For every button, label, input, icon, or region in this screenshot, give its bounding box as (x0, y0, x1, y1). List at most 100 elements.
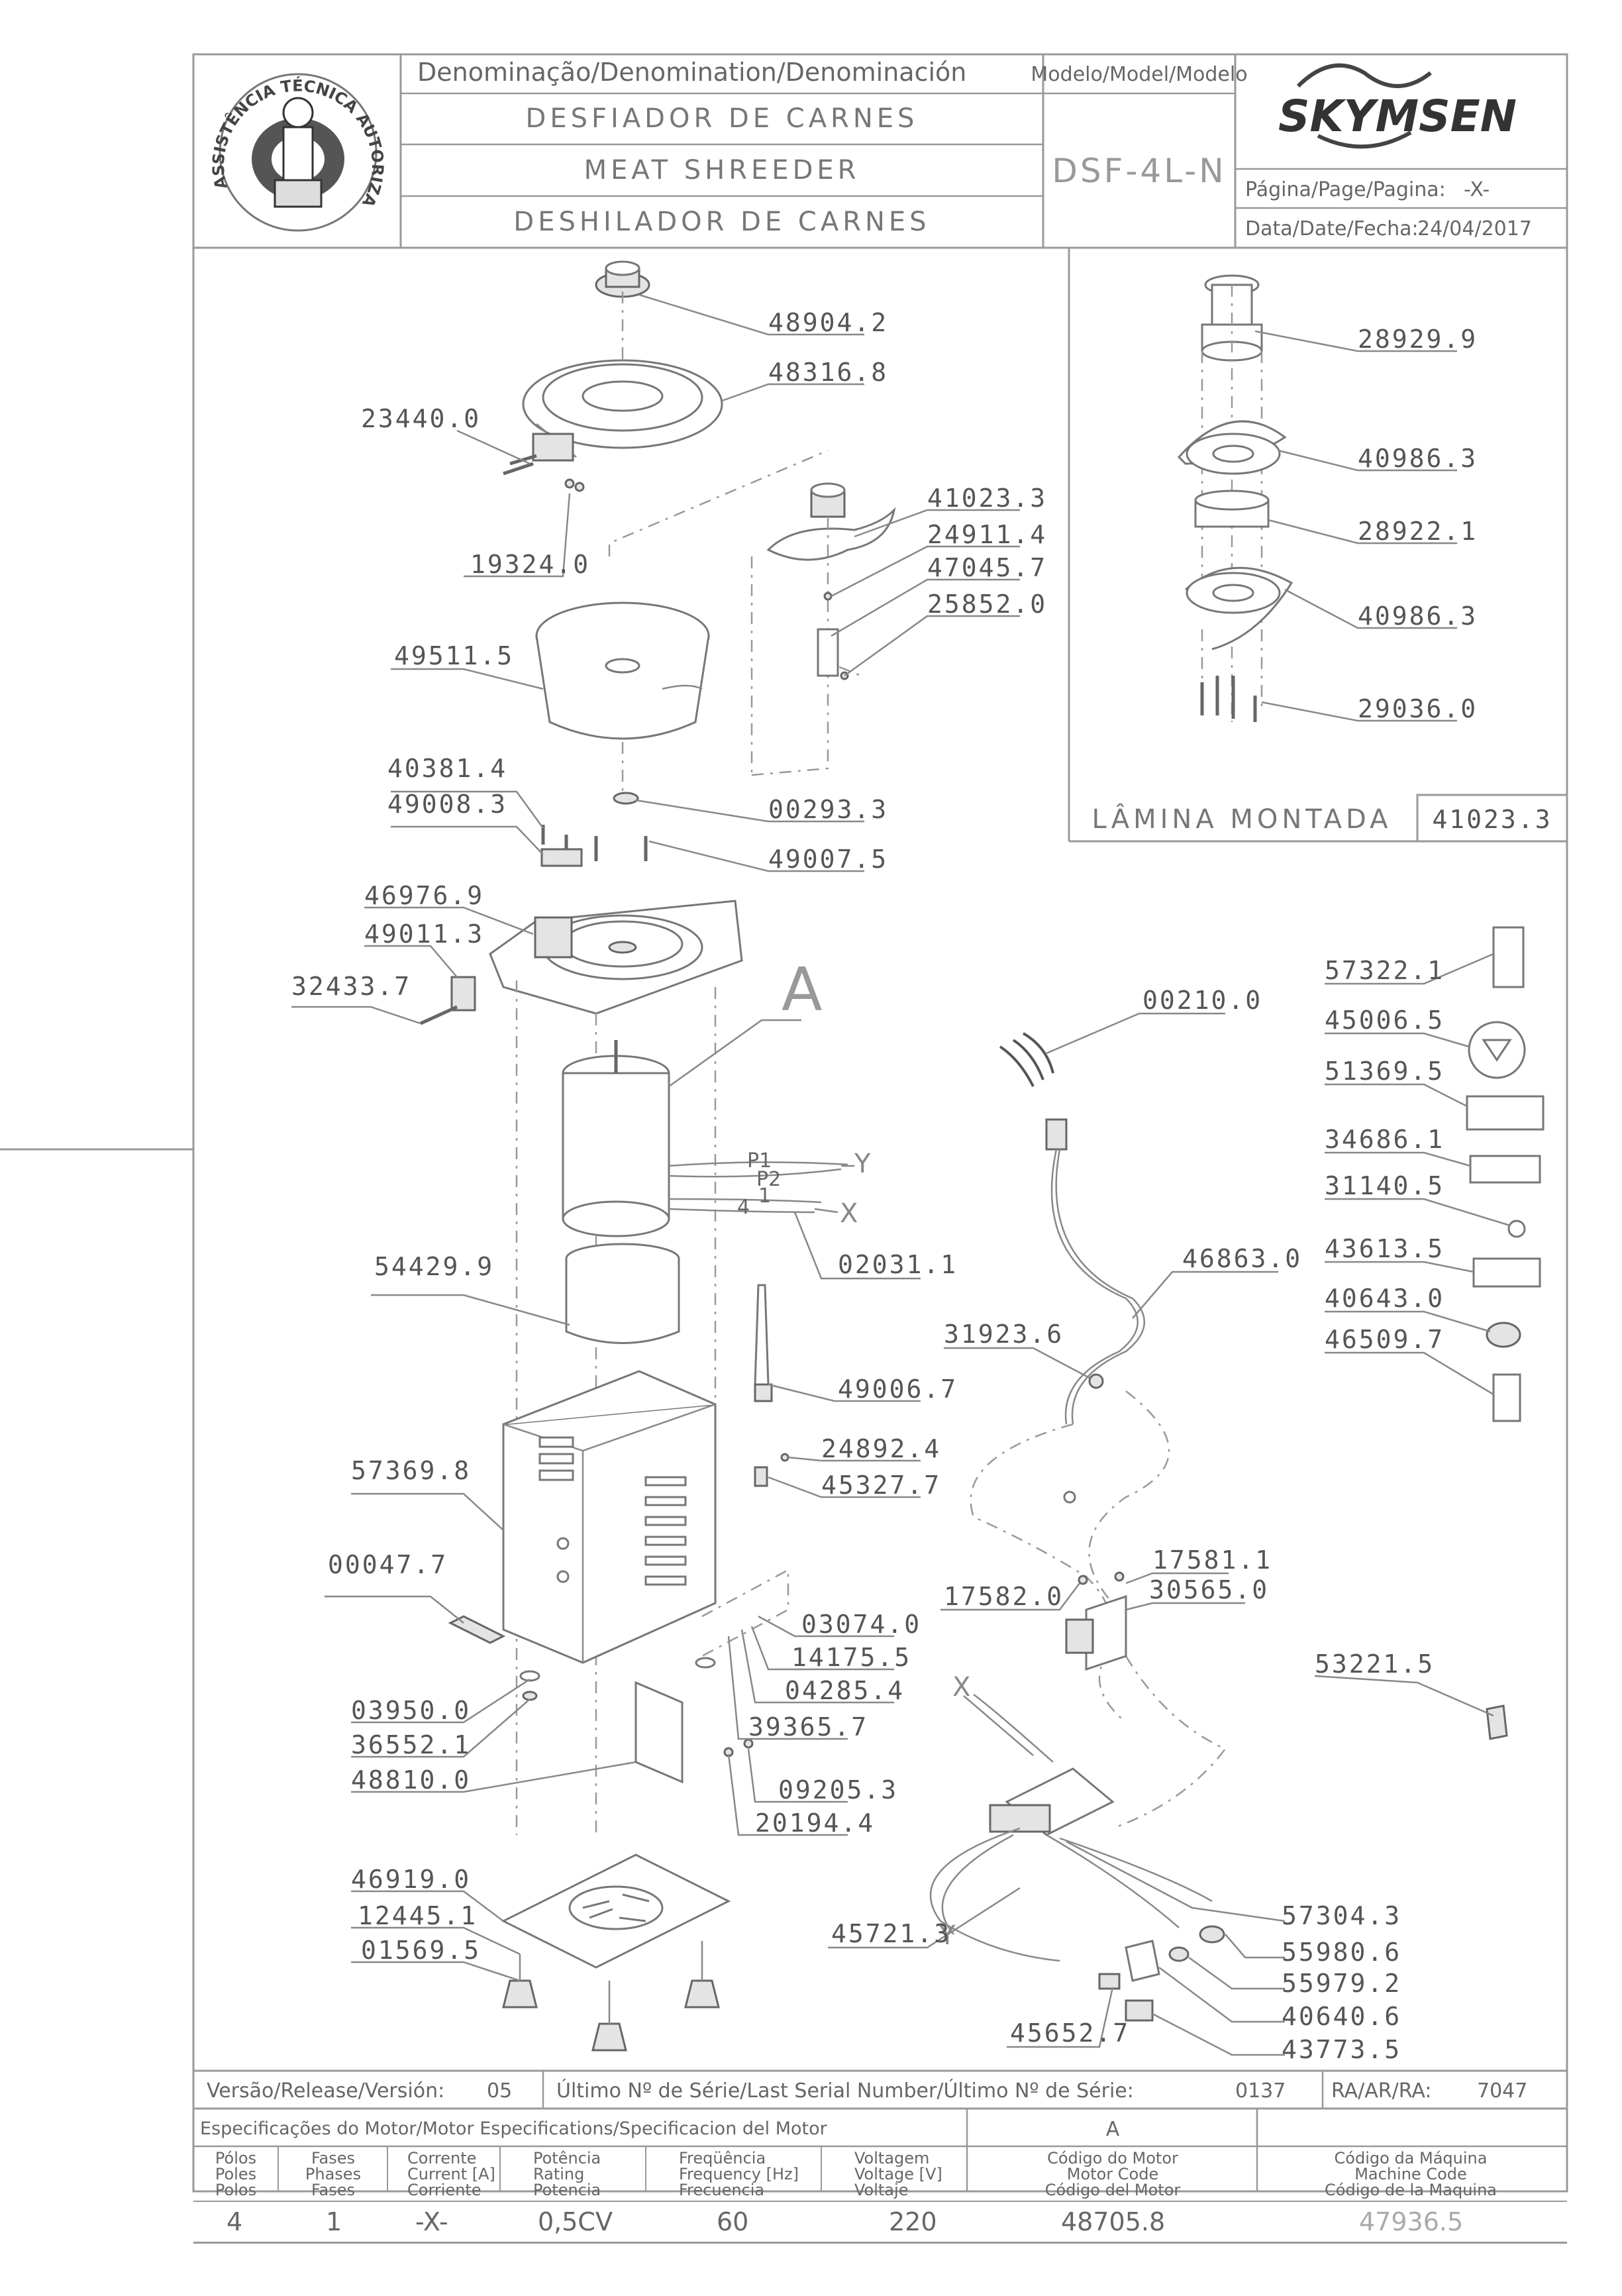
column-header: Current [A] (407, 2165, 495, 2183)
part-label: 03074.0 (801, 1610, 921, 1639)
part-label: 02031.1 (838, 1250, 958, 1279)
part-label: 45652.7 (1010, 2018, 1130, 2048)
wire-label-4: 4 (737, 1196, 750, 1219)
part-label: 24911.4 (927, 520, 1047, 549)
column-header: Phases (305, 2165, 361, 2183)
title-block: ASSISTÊNCIA TÉCNICA AUTORIZADA Denominaç… (0, 0, 1567, 249)
page-value: -X- (1464, 178, 1490, 201)
release-label: Versão/Release/Versión: (207, 2079, 444, 2103)
part-label: 49007.5 (768, 845, 888, 874)
wire-label-p2: P2 (756, 1168, 781, 1191)
part-label: 19324.0 (470, 550, 590, 579)
spec-value-rating: 0,5CV (538, 2207, 613, 2236)
column-header: Poles (215, 2165, 256, 2183)
part-label: 28922.1 (1358, 517, 1478, 546)
part-label: 46863.0 (1182, 1244, 1302, 1273)
column-header: Potência (533, 2149, 601, 2167)
column-header: Frequency [Hz] (679, 2165, 799, 2183)
part-label: 48810.0 (351, 1765, 471, 1795)
wire-x-label: X (840, 1198, 858, 1229)
part-label: 53221.5 (1315, 1649, 1435, 1679)
product-name-en: MEAT SHREEDER (584, 155, 860, 185)
spec-label: Especificações do Motor/Motor Especifica… (200, 2118, 828, 2139)
part-label: 46919.0 (351, 1865, 471, 1894)
column-header: Código del Motor (1045, 2181, 1181, 2199)
part-label: 57369.8 (351, 1456, 471, 1485)
part-label: 45327.7 (821, 1471, 941, 1500)
part-label: 46976.9 (364, 881, 484, 910)
part-label: 47045.7 (927, 553, 1047, 582)
column-header: Corrente (407, 2149, 476, 2167)
column-header: Frecuencia (679, 2181, 764, 2199)
part-label: 28929.9 (1358, 325, 1478, 354)
brand-logo: SKYMSEN (1278, 63, 1517, 149)
part-label: 34686.1 (1325, 1125, 1445, 1154)
model-label: Modelo/Model/Modelo (1031, 63, 1247, 86)
spec-value-phases: 1 (326, 2207, 342, 2236)
part-label: 48316.8 (768, 358, 888, 387)
part-label: 48904.2 (768, 308, 888, 337)
spec-value-voltage: 220 (889, 2207, 937, 2236)
part-label: 29036.0 (1358, 694, 1478, 723)
spec-values-row: 4 1 -X- 0,5CV 60 220 48705.8 47936.5 (193, 2201, 1567, 2244)
serial-value: 0137 (1235, 2079, 1286, 2103)
part-label: 00293.3 (768, 795, 888, 824)
column-header: Código do Motor (1047, 2149, 1178, 2167)
product-name-es: DESHILADOR DE CARNES (513, 207, 930, 237)
part-label: 23440.0 (361, 404, 481, 433)
part-label: 36552.1 (351, 1730, 471, 1759)
date-label: Data/Date/Fecha: (1245, 217, 1419, 240)
part-label: 49511.5 (394, 641, 514, 670)
column-header: Pólos (215, 2149, 256, 2167)
part-label: 49006.7 (838, 1375, 958, 1404)
part-label: 30565.0 (1149, 1575, 1269, 1604)
part-label: 54429.9 (374, 1252, 494, 1281)
column-header: Fases (311, 2181, 355, 2199)
part-label: 04285.4 (785, 1676, 905, 1705)
wire-label-1: 1 (758, 1184, 771, 1208)
part-label: 03950.0 (351, 1696, 471, 1725)
date-value: 24/04/2017 (1417, 217, 1532, 240)
part-label: 40986.3 (1358, 601, 1478, 631)
part-label: 00047.7 (328, 1550, 448, 1579)
release-value: 05 (487, 2079, 512, 2103)
inset-code: 41023.3 (1432, 805, 1552, 834)
part-label: 09205.3 (778, 1775, 898, 1804)
serial-label: Último Nº de Série/Last Serial Number/Úl… (556, 2078, 1134, 2103)
model-value: DSF-4L-N (1052, 152, 1226, 190)
ra-value: 7047 (1477, 2079, 1527, 2103)
part-label: 51369.5 (1325, 1057, 1445, 1086)
part-label: 20194.4 (755, 1808, 875, 1838)
part-label: 12445.1 (358, 1901, 478, 1930)
part-label: 45006.5 (1325, 1006, 1445, 1035)
column-header: Voltaje (854, 2181, 908, 2199)
footer-table: Versão/Release/Versión: 05 Último Nº de … (193, 2069, 1567, 2199)
part-label: 31923.6 (944, 1320, 1064, 1349)
part-label: 57322.1 (1325, 956, 1445, 985)
product-name-pt: DESFIADOR DE CARNES (526, 103, 919, 134)
column-header: Código da Máquina (1335, 2149, 1488, 2167)
part-label: 31140.5 (1325, 1171, 1445, 1200)
spec-value-machine-code: 47936.5 (1359, 2207, 1464, 2236)
part-label: 55979.2 (1282, 1969, 1401, 1998)
column-header: Corriente (407, 2181, 482, 2199)
exploded-view-main: A P1 P2 1 4 Y X (291, 260, 1047, 2052)
exploded-view-electrical: 57322.1 45006.5 51369.5 34686.1 31140.5 … (828, 926, 1545, 2064)
part-label: 40643.0 (1325, 1284, 1445, 1313)
part-label: 43613.5 (1325, 1234, 1445, 1263)
spec-value-frequency: 60 (717, 2207, 749, 2236)
part-label: 55980.6 (1282, 1938, 1401, 1967)
column-header: Freqüência (679, 2149, 766, 2167)
part-label: 43773.5 (1282, 2035, 1401, 2064)
column-header: Polos (215, 2181, 256, 2199)
part-label: 40381.4 (387, 754, 507, 783)
motor-callout: A (782, 955, 823, 1025)
spec-ref: A (1106, 2118, 1120, 2141)
part-label: 41023.3 (927, 484, 1047, 513)
part-label: 24892.4 (821, 1434, 941, 1463)
part-label: 49008.3 (387, 790, 507, 819)
part-label: 46509.7 (1325, 1325, 1445, 1354)
part-label: 14175.5 (791, 1643, 911, 1672)
spec-value-poles: 4 (227, 2207, 243, 2236)
